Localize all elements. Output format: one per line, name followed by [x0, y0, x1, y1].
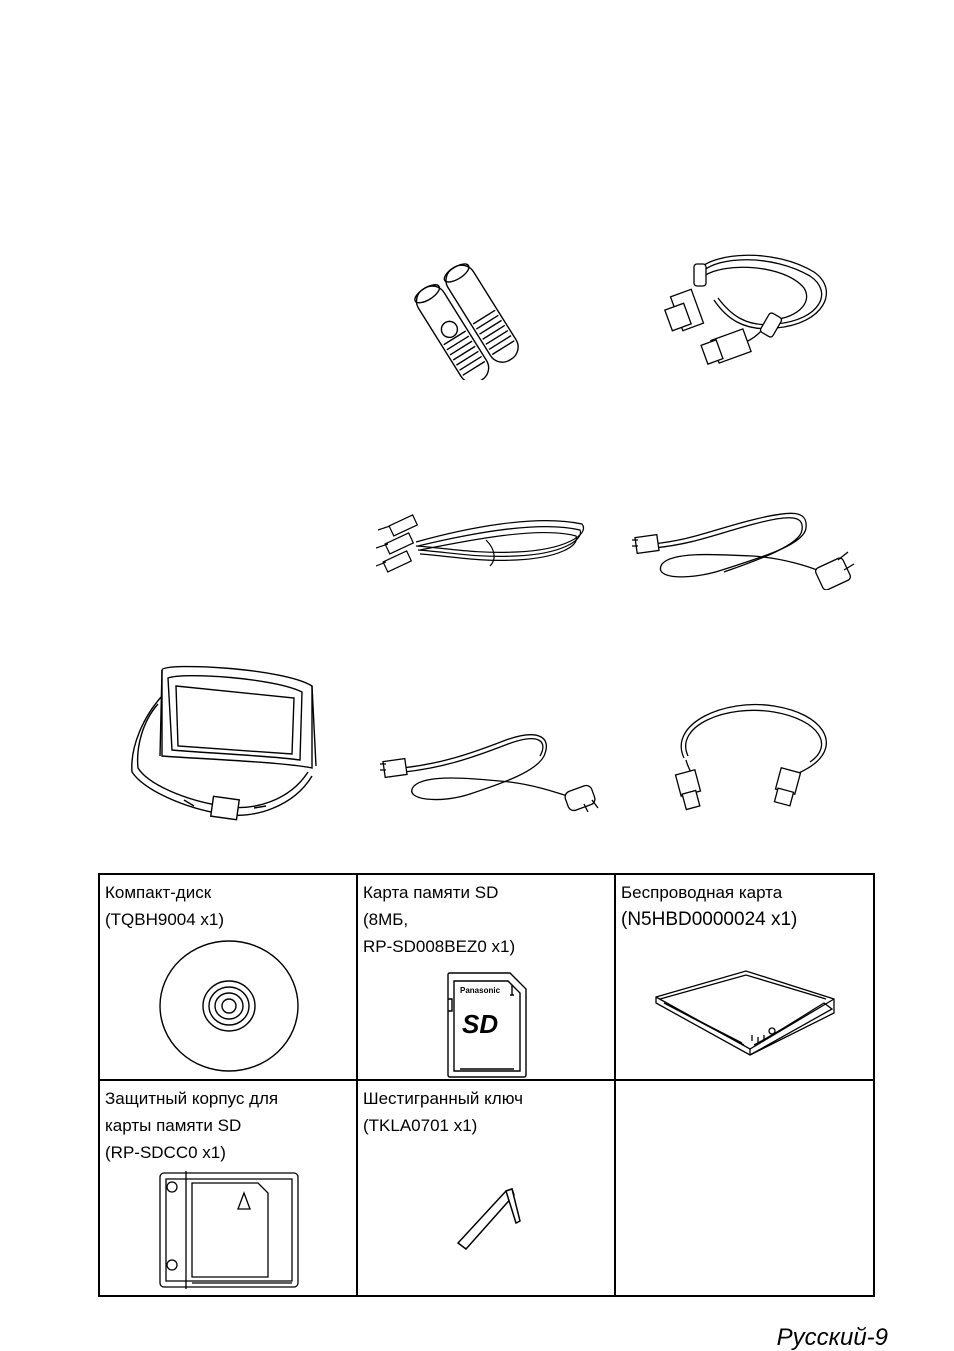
- batteries-illustration: [412, 258, 554, 380]
- power-cord-eu-illustration: [380, 724, 604, 812]
- cd-illustration: [158, 939, 300, 1078]
- sd-case-illustration: [158, 1169, 300, 1296]
- sd-case-code: (RP-SDCC0 x1): [105, 1139, 351, 1166]
- hex-key-illustration: [456, 1181, 526, 1258]
- sd-card-logo: SD: [462, 1009, 498, 1039]
- usb-cable-illustration: [664, 694, 836, 814]
- rgb-cable-illustration: [664, 248, 840, 376]
- wireless-card-name: Беспроводная карта: [621, 879, 868, 906]
- sd-card-code: RP-SD008BEZ0 x1): [363, 933, 609, 960]
- wireless-card-illustration: [654, 969, 836, 1064]
- carrying-case-illustration: [124, 656, 326, 828]
- sd-card-brand: Panasonic: [460, 986, 501, 995]
- sd-card-cell: Карта памяти SD (8МБ, RP-SD008BEZ0 x1) P…: [357, 874, 615, 1080]
- sd-card-spec: (8МБ,: [363, 906, 609, 933]
- empty-cell: [615, 1080, 874, 1296]
- wireless-card-code: (N5HBD0000024 x1): [621, 906, 868, 933]
- accessories-table: Компакт-диск (TQBH9004 x1) Карта памяти …: [98, 873, 875, 1297]
- sd-card-name: Карта памяти SD: [363, 879, 609, 906]
- power-cord-uk-illustration: [632, 500, 860, 590]
- cd-name: Компакт-диск: [105, 879, 351, 906]
- cd-code: (TQBH9004 x1): [105, 906, 351, 933]
- hex-key-cell: Шестигранный ключ (TKLA0701 x1): [357, 1080, 615, 1296]
- hex-key-code: (TKLA0701 x1): [363, 1112, 609, 1139]
- page-number-label: Русский-9: [777, 1326, 888, 1350]
- cd-cell: Компакт-диск (TQBH9004 x1): [99, 874, 357, 1080]
- sd-case-line1: Защитный корпус для: [105, 1085, 351, 1112]
- sd-case-cell: Защитный корпус для карты памяти SD (RP-…: [99, 1080, 357, 1296]
- sd-card-illustration: Panasonic SD: [446, 971, 528, 1084]
- wireless-card-cell: Беспроводная карта (N5HBD0000024 x1): [615, 874, 874, 1080]
- hex-key-name: Шестигранный ключ: [363, 1085, 609, 1112]
- av-cable-illustration: [376, 504, 590, 584]
- sd-case-line2: карты памяти SD: [105, 1112, 351, 1139]
